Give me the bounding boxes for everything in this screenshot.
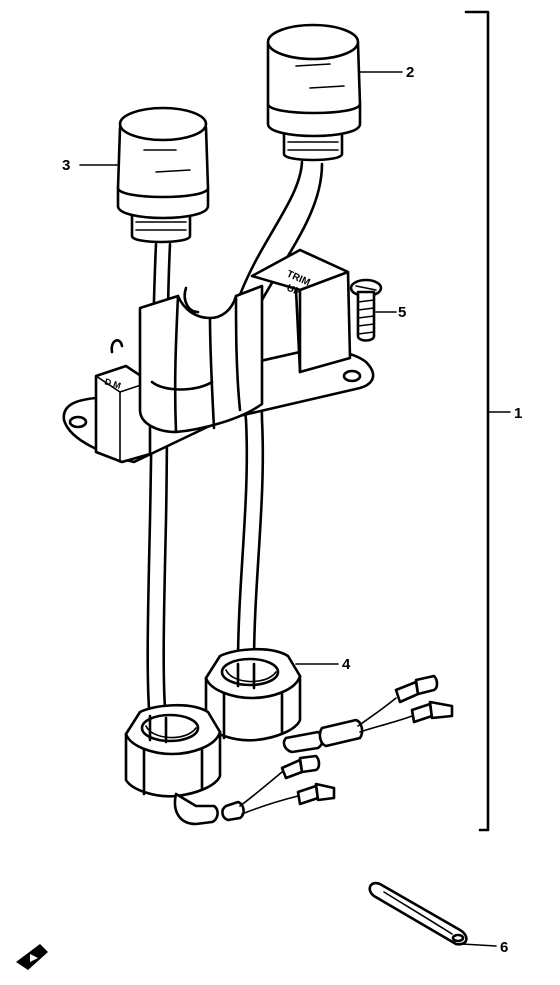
mounting-bracket: D M TRIM UP — [62, 248, 375, 464]
svg-text:UP: UP — [285, 283, 302, 299]
callout-1: 1 — [514, 405, 522, 422]
switch-cap-right — [266, 23, 362, 162]
callout-5: 5 — [398, 304, 406, 321]
switch-cap-left — [116, 106, 210, 244]
cable-clip — [368, 881, 468, 946]
lead-wires-right — [282, 674, 454, 754]
callout-3: 3 — [62, 157, 70, 174]
forward-arrow-icon — [16, 944, 48, 970]
callout-6: 6 — [500, 939, 508, 956]
lead-wires-left — [173, 754, 336, 826]
callout-4: 4 — [342, 656, 351, 673]
callout-labels: 1 2 3 4 5 6 — [62, 64, 522, 956]
hex-nut-left — [124, 703, 222, 798]
hex-nut-right — [204, 647, 302, 742]
svg-text:D M: D M — [103, 376, 122, 391]
leader-lines — [79, 71, 497, 947]
callout-2: 2 — [406, 64, 414, 81]
screw — [349, 278, 383, 342]
assembly-bracket — [464, 10, 511, 832]
